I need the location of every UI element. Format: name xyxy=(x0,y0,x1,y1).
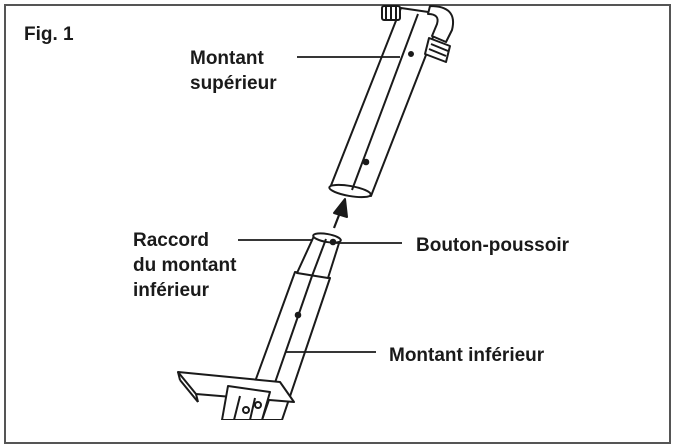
assembly-drawing xyxy=(177,5,454,420)
upper-post-hole-1 xyxy=(362,158,370,166)
upper-post-bottom-rim xyxy=(328,183,372,199)
label-connector-line-2: du montant xyxy=(133,255,237,276)
lower-post-hole xyxy=(294,311,302,319)
label-lower-post: Montant inférieur xyxy=(389,345,545,366)
label-upper-post-line-2: supérieur xyxy=(190,73,277,94)
insert-arrow-head xyxy=(333,198,348,218)
label-push-button: Bouton-poussoir xyxy=(416,235,570,256)
push-button-dot xyxy=(329,238,337,246)
label-connector-line-1: Raccord xyxy=(133,230,210,251)
figure-label: Fig. 1 xyxy=(24,24,74,45)
top-valve-fitting xyxy=(381,5,454,63)
connector-seam xyxy=(311,238,327,277)
label-connector-line-3: inférieur xyxy=(133,280,210,301)
base-bracket xyxy=(221,385,271,420)
label-upper-post-line-1: Montant xyxy=(190,48,264,69)
label-lower-post-connector: Raccord du montant inférieur xyxy=(133,228,236,303)
upper-post-hole-2 xyxy=(408,51,414,57)
label-upper-post: Montant supérieur xyxy=(190,46,277,96)
